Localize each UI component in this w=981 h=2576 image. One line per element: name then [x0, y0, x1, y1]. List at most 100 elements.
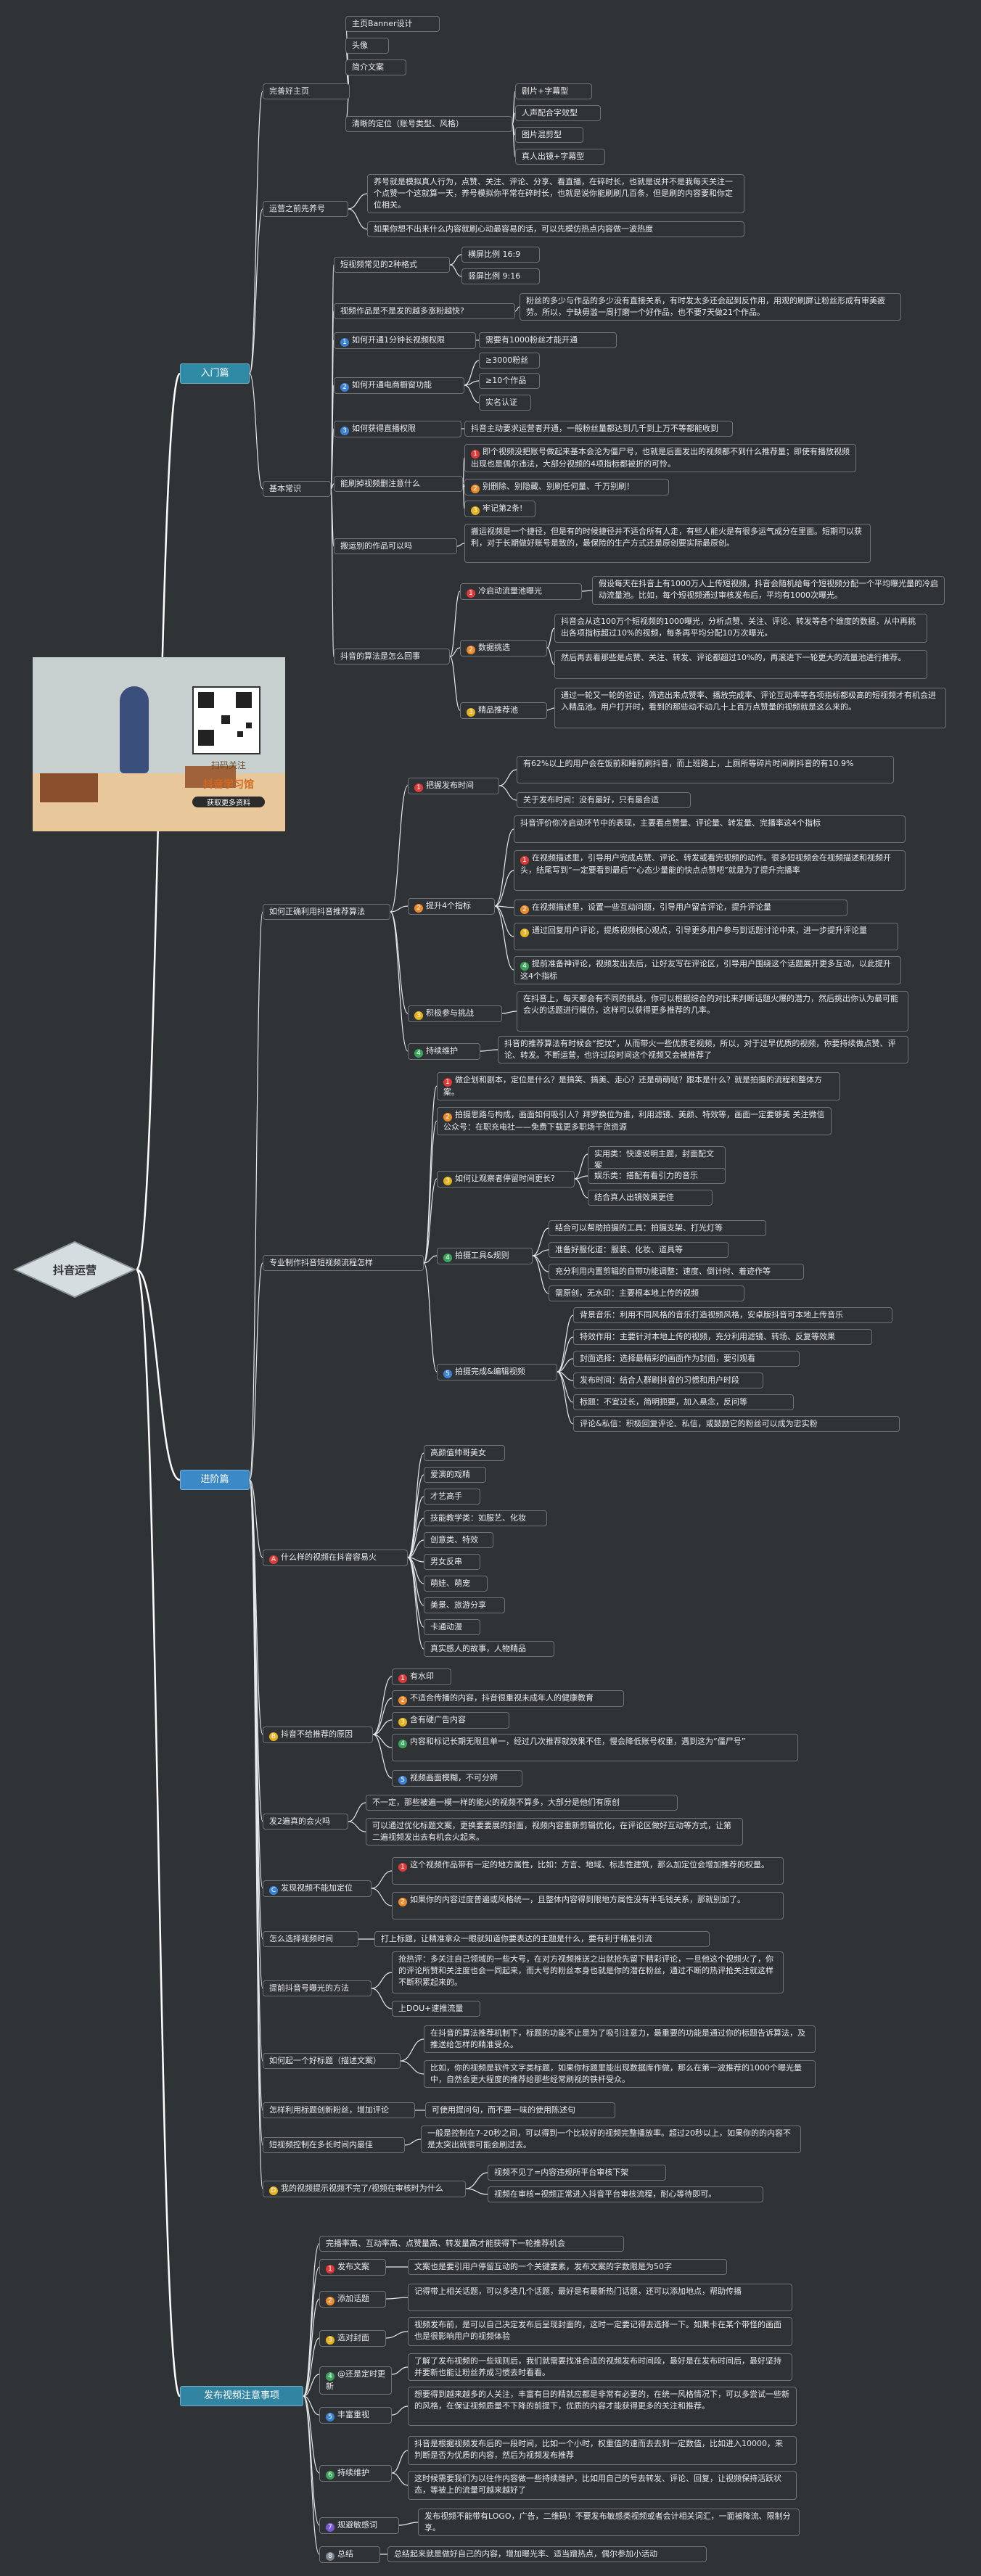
- node-r3a[interactable]: 短视频常见的2种格式: [334, 257, 450, 273]
- node-j2d4[interactable]: 需原创，无水印：主要根本地上传的视频: [549, 1285, 744, 1301]
- branch-fabu[interactable]: 发布视频注意事项: [180, 2386, 303, 2406]
- node-r3h2b[interactable]: 然后再去看那些是点赞、关注、转发、评论都超过10%的，再滚进下一轮更大的流量池进…: [554, 650, 927, 679]
- node-j10[interactable]: 怎样利用标题创新粉丝，增加评论: [263, 2102, 415, 2118]
- node-r2b[interactable]: 如果你想不出来什么内容就刷心动最容易的话，可以先模仿热点内容做一波热度: [367, 221, 744, 237]
- node-j7[interactable]: 怎么选择视频时间: [263, 1931, 358, 1947]
- node-j3i[interactable]: 卡通动漫: [424, 1619, 480, 1635]
- node-r3d3[interactable]: 实名认证: [479, 395, 531, 411]
- node-j11a[interactable]: 一般是控制在7-20秒之间，可以得到一个比较好的视频完整播放率。超过20秒以上，…: [421, 2126, 801, 2153]
- node-r3g[interactable]: 搬运别的作品可以吗: [334, 538, 457, 554]
- node-f2a[interactable]: 文案也是要引用户停留互动的一个关键要素，发布文案的字数限是为50字: [408, 2259, 727, 2275]
- node-j2d1[interactable]: 结合可以帮助拍摄的工具：拍摄支架、打光灯等: [549, 1220, 766, 1236]
- node-r3[interactable]: 基本常识: [263, 481, 331, 497]
- node-j1[interactable]: 如何正确利用抖音推荐算法: [263, 904, 390, 920]
- node-j3j[interactable]: 真实感人的故事，人物精品: [424, 1641, 554, 1657]
- node-j1a1[interactable]: 有62%以上的用户会在饭前和睡前刷抖音，而上班路上，上厕所等碎片时间刷抖音的有1…: [517, 756, 894, 783]
- branch-rumen[interactable]: 入门篇: [180, 363, 250, 384]
- branch-jinjie[interactable]: 进阶篇: [180, 1470, 250, 1490]
- node-f1[interactable]: 完播率高、互动率高、点赞量高、转发量高才能获得下一轮推荐机会: [319, 2236, 624, 2252]
- node-f7a[interactable]: 抖音是根据视频发布后的一段时间，比如一个小时，权重值的速而去去到一定数值，比如进…: [408, 2436, 797, 2465]
- node-j3a[interactable]: 高颜值帅哥美女: [424, 1445, 505, 1461]
- node-r3h[interactable]: 抖音的算法是怎么回事: [334, 649, 450, 664]
- node-r2[interactable]: 运营之前先养号: [263, 201, 348, 217]
- node-j2e4[interactable]: 发布时间：结合人群刷抖音的习惯和用户时段: [573, 1373, 763, 1388]
- node-j5a[interactable]: 不一定，那些被遍一模一样的能火的视频不算多，大部分是他们有原创: [366, 1795, 678, 1811]
- node-j2e5[interactable]: 标题：不宜过长，简明扼要，加入悬念，反问等: [573, 1394, 794, 1410]
- node-j7a[interactable]: 打上标题，让精准拿众一眼就知道你要表达的主题是什么，要有利于精准引流: [374, 1931, 710, 1947]
- node-j1c1[interactable]: 在抖音上，每天都会有不同的挑战，你可以根据综合的对比来判断话题火爆的潜力，然后挑…: [517, 991, 908, 1032]
- node-f9a[interactable]: 总结起来就是做好自己的内容，增加曝光率、适当蹭热点，偶尔参加小活动: [387, 2546, 707, 2562]
- node-j2e1[interactable]: 背景音乐：利用不同风格的音乐打造视频风格，安卓版抖音可本地上传音乐: [573, 1307, 892, 1323]
- node-f4a[interactable]: 视频发布前，是可以自己决定发布后呈现封面的，这时一定要记得去选择一下。如果卡在某…: [408, 2317, 792, 2346]
- node-r3a1[interactable]: 横屏比例 16:9: [461, 247, 540, 263]
- node-j1a2[interactable]: 关于发布时间：没有最好，只有最合适: [517, 792, 691, 808]
- node-r1d1[interactable]: 剧片+字幕型: [515, 83, 592, 99]
- node-f6a[interactable]: 想要得到越来越多的人关注，丰富有日的精就应都是非常有必要的，在统一风格情况下，可…: [408, 2387, 797, 2426]
- node-j12b[interactable]: 视频在审核=视频正常进入抖音平台审核流程，耐心等待即可。: [488, 2186, 763, 2202]
- node-j3h[interactable]: 美景、旅游分享: [424, 1597, 505, 1613]
- node-j3f[interactable]: 男女反串: [424, 1554, 480, 1570]
- node-r3d2[interactable]: ≥10个作品: [479, 373, 540, 389]
- node-j9a[interactable]: 在抖音的算法推荐机制下，标题的功能不止是为了吸引注意力，最重要的功能是通过你的标…: [424, 2025, 816, 2053]
- node-f8a[interactable]: 发布视频不能带有LOGO，广告，二维码！不要发布敏感类视频或者会计相关词汇，一面…: [418, 2509, 800, 2536]
- node-f5a[interactable]: 了解了发布视频的一些规则后，我们就需要找准合适的视频发布时间段，最好是在发布时间…: [408, 2353, 792, 2381]
- node-f3a[interactable]: 记得带上相关话题，可以多选几个话题，最好是有最新热门话题，还可以添加地点，帮助传…: [408, 2284, 792, 2311]
- node-j3g[interactable]: 萌娃、萌宠: [424, 1576, 488, 1592]
- node-r1c[interactable]: 简介文案: [345, 59, 406, 75]
- node-r1b[interactable]: 头像: [345, 38, 389, 54]
- node-r1d2[interactable]: 人声配合字效型: [515, 105, 601, 121]
- node-r2a[interactable]: 养号就是模拟真人行为，点赞、关注、评论、分享、看直播，在碎时长，也就是说并不是我…: [367, 174, 744, 213]
- node-r3h1a[interactable]: 假设每天在抖音上有1000万人上传短视频，抖音会随机给每个短视频分配一个平均曝光…: [592, 576, 945, 605]
- node-j2d3[interactable]: 充分利用内置剪辑的自带功能调整：速度、倒计时、着迹作等: [549, 1264, 804, 1280]
- root-node[interactable]: 抖音运营: [13, 1240, 136, 1299]
- node-r1d[interactable]: 清晰的定位（账号类型、风格）: [345, 116, 512, 132]
- node-r1d4[interactable]: 真人出镜+字幕型: [515, 149, 605, 165]
- node-r3a2[interactable]: 竖屏比例 9:16: [461, 268, 540, 284]
- node-j2e6[interactable]: 评论&私信：积极回复评论、私信，或鼓励它的粉丝可以成为忠实粉: [573, 1416, 900, 1432]
- node-j2e3[interactable]: 封面选择：选择最精彩的画面作为封面，要引观看: [573, 1351, 800, 1367]
- node-r3f[interactable]: 能刷掉视频删注意什么: [334, 476, 463, 492]
- node-j5[interactable]: 发2遍真的会火吗: [263, 1814, 348, 1830]
- node-j11[interactable]: 短视频控制在多长时间内最佳: [263, 2137, 405, 2153]
- node-r3b1[interactable]: 粉丝的多少与作品的多少没有直接关系，有时发太多还会起到反作用，用观的刷屏让粉丝形…: [520, 293, 901, 321]
- node-j2[interactable]: 专业制作抖音短视频流程怎样: [263, 1255, 424, 1271]
- node-j2e2[interactable]: 特效作用：主要针对本地上传的视频，充分利用滤镜、转场、反复等效果: [573, 1329, 872, 1345]
- node-j1b0[interactable]: 抖音评价你冷启动环节中的表现，主要看点赞量、评论量、转发量、完播率这4个指标: [514, 815, 906, 843]
- node-j8a[interactable]: 抢热评：多关注自己领域的一些大号，在对方视频推送之出就抢先留下精彩评论，一旦他这…: [392, 1951, 784, 1993]
- node-j9[interactable]: 如何起一个好标题（描述文案）: [263, 2053, 401, 2069]
- node-j2d2[interactable]: 准备好服化道：服装、化妆、道具等: [549, 1242, 728, 1258]
- node-r1[interactable]: 完善好主页: [263, 83, 350, 99]
